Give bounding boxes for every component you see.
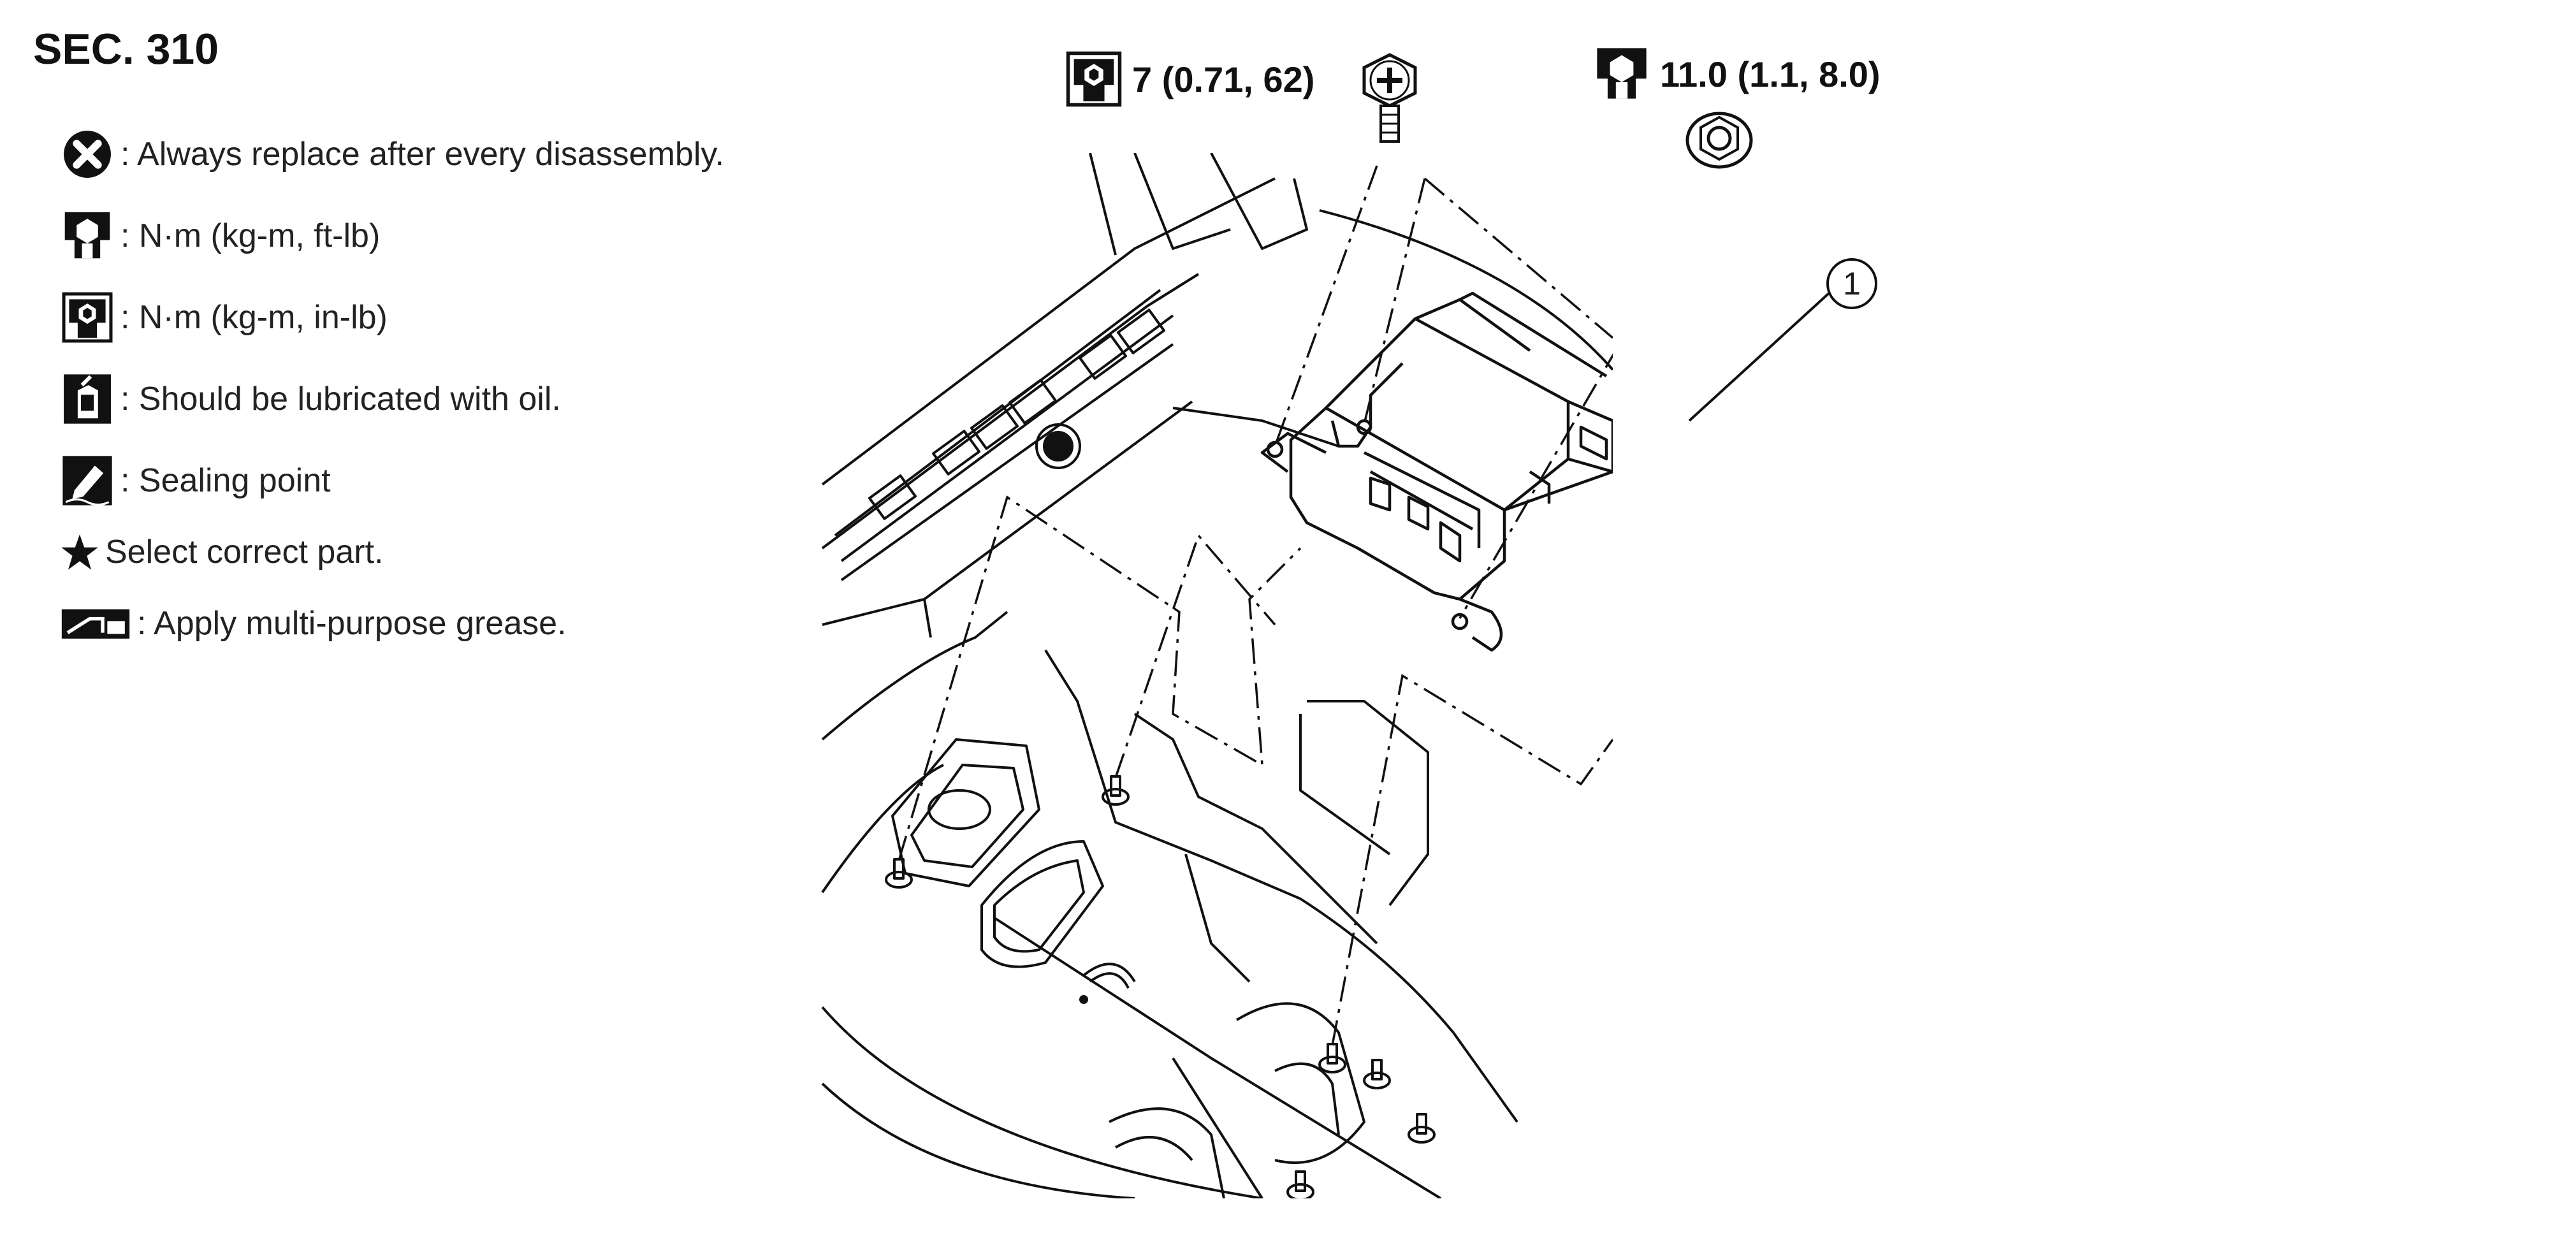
section-title: SEC. 310 — [33, 25, 219, 73]
legend-text: : Should be lubricated with oil. — [120, 381, 561, 418]
sealing-point-icon — [61, 454, 114, 507]
torque-ft-lb-icon — [61, 209, 114, 263]
legend-text: : N·m (kg-m, in-lb) — [120, 299, 388, 336]
legend-item-grease: : Apply multi-purpose grease. — [61, 604, 566, 643]
legend-text: Select correct part. — [105, 534, 384, 571]
star-icon — [61, 533, 99, 571]
oil-can-icon — [61, 372, 114, 426]
legend-text: : N·m (kg-m, ft-lb) — [120, 217, 381, 254]
exploded-view-diagram — [821, 153, 1613, 1198]
legend-item-sealing: : Sealing point — [61, 454, 331, 507]
nut-torque-callout: 11.0 (1.1, 8.0) — [1592, 45, 1881, 103]
control-unit — [1260, 291, 1613, 652]
bolt-torque-value: 7 (0.71, 62) — [1132, 59, 1315, 99]
shifter-area — [891, 738, 1136, 1004]
always-replace-icon — [61, 127, 114, 181]
legend-item-torque-ft-lb: : N·m (kg-m, ft-lb) — [61, 209, 380, 263]
part-number-label: 1 — [1826, 258, 1877, 309]
legend-text: : Always replace after every disassembly… — [120, 136, 724, 173]
torque-in-lb-icon — [61, 291, 114, 344]
legend-text: : Sealing point — [120, 462, 331, 499]
audio-panel — [821, 153, 1308, 638]
part-leader-line — [1688, 286, 1837, 422]
legend-item-select-part: Select correct part. — [61, 533, 383, 571]
torque-ft-lb-icon — [1592, 45, 1651, 103]
torque-in-lb-icon — [1065, 50, 1123, 108]
grease-icon — [61, 604, 131, 643]
nut-torque-value: 11.0 (1.1, 8.0) — [1660, 54, 1881, 94]
nut-icon — [1685, 112, 1753, 169]
bolt-torque-callout: 7 (0.71, 62) — [1065, 50, 1314, 108]
legend-text: : Apply multi-purpose grease. — [137, 605, 567, 642]
legend-item-always-replace: : Always replace after every disassembly… — [61, 127, 724, 181]
legend-item-torque-in-lb: : N·m (kg-m, in-lb) — [61, 291, 388, 344]
bolt-icon — [1362, 53, 1417, 143]
legend-item-oil: : Should be lubricated with oil. — [61, 372, 561, 426]
